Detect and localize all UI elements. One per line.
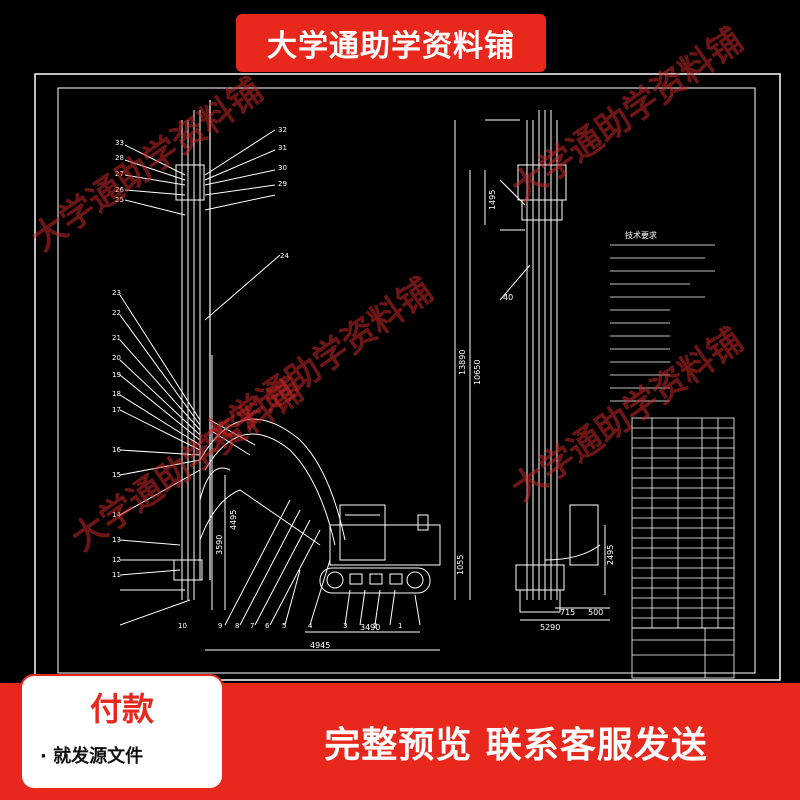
part-number-label: 2 [373,622,377,630]
part-number-label: 12 [112,556,121,564]
part-number-label: 15 [112,471,121,479]
part-number-label: 8 [235,622,239,630]
dim-right-base: 2495 [606,545,615,565]
part-number-label: 25 [115,196,124,204]
dim-left-height-a: 4495 [229,510,238,530]
part-number-label: 3 [343,622,347,630]
left-view [119,100,456,651]
part-number-label: 9 [218,622,222,630]
dim-left-track-height: 1055 [456,555,465,575]
right-view [454,110,610,621]
part-number-label: 10 [178,622,187,630]
part-number-label: 30 [278,164,287,172]
part-number-label: 7 [250,622,254,630]
dim-right-width-b: 715 [560,608,575,617]
inner-frame [57,87,756,674]
dim-right-mast: 10650 [473,360,482,385]
dim-right-top: 1495 [488,190,497,210]
dim-left-track: 3490 [360,623,380,632]
part-number-label: 29 [278,180,287,188]
part-number-label: 18 [112,390,121,398]
mast-label: 40 [503,293,513,302]
part-number-label: 33 [115,139,124,147]
part-number-label: 5 [282,622,286,630]
part-number-label: 1 [398,622,402,630]
part-number-label: 14 [112,511,121,519]
part-number-label: 6 [265,622,270,630]
pay-card[interactable]: 付款 · 就发源文件 [22,676,222,788]
part-number-label: 22 [112,309,121,317]
outer-frame [34,73,781,681]
part-number-label: 32 [278,126,287,134]
shop-title: 大学通助学资料铺 [267,29,515,64]
part-number-label: 19 [112,371,121,379]
pay-title: 付款 [89,690,154,728]
part-number-label: 11 [112,571,121,579]
part-number-label: 20 [112,354,121,362]
parts-table [631,417,735,679]
part-number-label: 23 [112,289,121,297]
dim-right-width-c: 500 [588,608,603,617]
part-number-label: 17 [112,406,121,414]
tech-requirements-title: 技术要求 [625,230,657,240]
shop-banner: 大学通助学资料铺 [236,14,546,72]
dim-left-total: 4945 [310,641,330,650]
part-number-label: 21 [112,334,121,342]
part-labels: 3332313029282726252423222120191817161514… [112,126,402,630]
part-number-label: 16 [112,446,121,454]
part-number-label: 28 [115,154,124,162]
pay-subtitle: · 就发源文件 [40,746,144,767]
contact-message: 完整预览 联系客服发送 [324,725,708,766]
part-number-label: 24 [280,252,289,260]
part-number-label: 13 [112,536,121,544]
dim-right-width-a: 5290 [540,623,560,632]
part-number-label: 27 [115,170,124,178]
dim-left-height-b: 3590 [215,535,224,555]
part-number-label: 4 [308,622,313,630]
part-number-label: 26 [115,186,124,194]
dim-right-total: 13890 [458,350,467,375]
tech-requirements [610,244,715,402]
part-number-label: 31 [278,144,287,152]
